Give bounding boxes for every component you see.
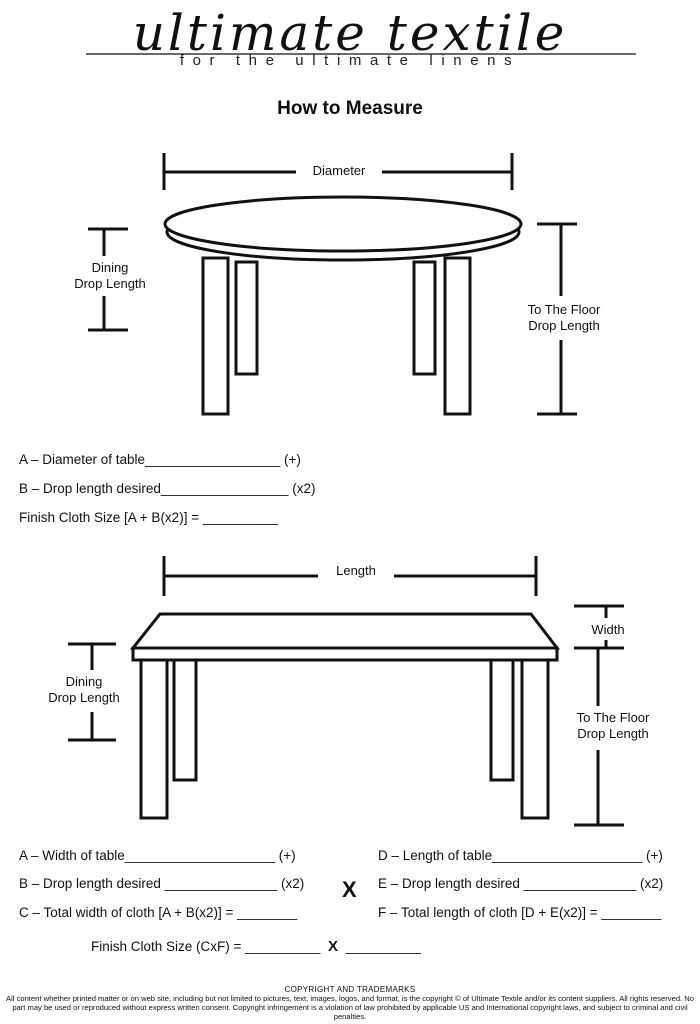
round-table-leg: [234, 260, 259, 376]
diameter-dimension: [162, 153, 514, 190]
length-label: Length: [336, 563, 376, 578]
rect-dining-drop-label: Dining Drop Length: [48, 674, 120, 705]
round-floor-drop-label: To The Floor Drop Length: [527, 302, 601, 333]
page-title: How to Measure: [277, 98, 423, 119]
round-table-leg: [201, 256, 230, 416]
rect-formula-line-b: B – Drop length desired _______________ …: [19, 876, 305, 891]
rect-formula-line-a: A – Width of table____________________ (…: [19, 848, 296, 863]
round-floor-drop-dimension: [537, 222, 577, 416]
rect-formula-line-d: D – Length of table____________________ …: [378, 848, 663, 863]
rect-finish-prefix: Finish Cloth Size (CxF) = __________: [91, 939, 321, 954]
rect-table-leg: [520, 656, 550, 820]
copyright-heading: COPYRIGHT AND TRADEMARKS: [284, 985, 416, 994]
brand-logo: ultimate textile: [86, 8, 636, 62]
rect-table-leg: [489, 658, 515, 782]
rect-table-top: [129, 612, 561, 650]
rect-table-apron: [131, 646, 559, 662]
rect-finish-times: X: [328, 938, 339, 955]
rect-finish-suffix: __________: [345, 939, 421, 954]
rect-dining-drop-dimension: [68, 642, 116, 742]
rect-formula-line-c: C – Total width of cloth [A + B(x2)] = _…: [19, 905, 298, 920]
round-dining-drop-label: Dining Drop Length: [74, 260, 146, 291]
brand-logo-text: ultimate textile: [133, 8, 568, 62]
round-table-drawing: [163, 195, 523, 416]
times-symbol: X: [342, 877, 357, 902]
round-table-leg: [412, 260, 437, 376]
copyright-text: All content whether printed matter or on…: [6, 994, 694, 1021]
rect-formula-line-e: E – Drop length desired _______________ …: [378, 876, 664, 891]
round-table-leg: [443, 256, 472, 416]
rect-floor-drop-label: To The Floor Drop Length: [576, 710, 650, 741]
rect-floor-drop-dimension: [574, 646, 624, 827]
rect-table-drawing: [129, 612, 561, 820]
round-formula-finish: Finish Cloth Size [A + B(x2)] = ________…: [19, 510, 278, 525]
diameter-label: Diameter: [312, 163, 366, 178]
rect-table-leg: [172, 658, 198, 782]
round-formula-line-a: A – Diameter of table__________________ …: [19, 452, 301, 467]
rect-formula-finish: Finish Cloth Size (CxF) = __________ X _…: [91, 938, 421, 955]
width-label: Width: [591, 622, 625, 637]
tagline: for the ultimate linens: [179, 52, 521, 69]
round-table-top: [163, 195, 523, 253]
rect-table-leg: [139, 656, 169, 820]
length-dimension: [162, 556, 538, 596]
rect-formula-line-f: F – Total length of cloth [D + E(x2)] = …: [378, 905, 662, 920]
round-dining-drop-dimension: [88, 227, 128, 332]
round-formula-line-b: B – Drop length desired_________________…: [19, 481, 316, 496]
